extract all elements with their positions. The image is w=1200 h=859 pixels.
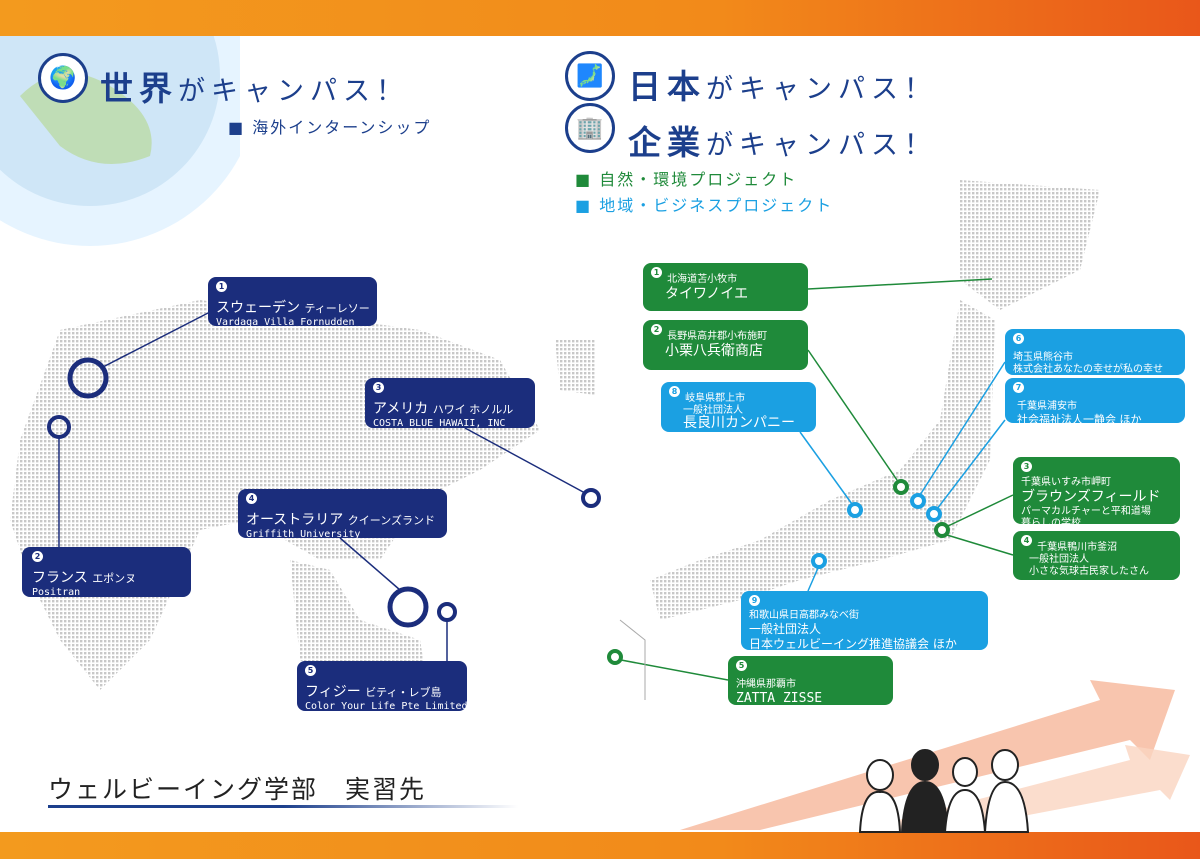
globe-icon: 🌍 [38, 53, 88, 103]
top-banner [0, 0, 1200, 36]
japan-map-icon: 🗾 [565, 51, 615, 101]
company-title: 企業がキャンパス！ [628, 123, 937, 162]
domestic-item-1: 1 北海道苫小牧市タイワノイエ [643, 263, 808, 311]
students-illustration [858, 749, 1030, 833]
legend-nature: ■ 自然・環境プロジェクト [575, 170, 798, 189]
building-icon: 🏢 [565, 103, 615, 153]
japan-title: 日本がキャンパス！ [628, 67, 937, 106]
overseas-internship-label: ■ 海外インターンシップ [228, 118, 432, 137]
world-title: 世界がキャンパス！ [100, 69, 409, 108]
footer-title: ウェルビーイング学部 実習先 [48, 775, 427, 804]
domestic-item-2: 2 長野県高井郡小布施町小栗八兵衛商店 [643, 320, 808, 370]
domestic-item-4: 4 千葉県鴨川市釜沼一般社団法人小さな気球古民家したさん [1013, 531, 1180, 580]
footer-underline [48, 805, 518, 808]
legend-region: ■ 地域・ビジネスプロジェクト [575, 196, 834, 215]
domestic-item-8: 8 岐阜県郡上市一般社団法人長良川カンパニー [661, 382, 816, 432]
bottom-banner [0, 832, 1200, 859]
